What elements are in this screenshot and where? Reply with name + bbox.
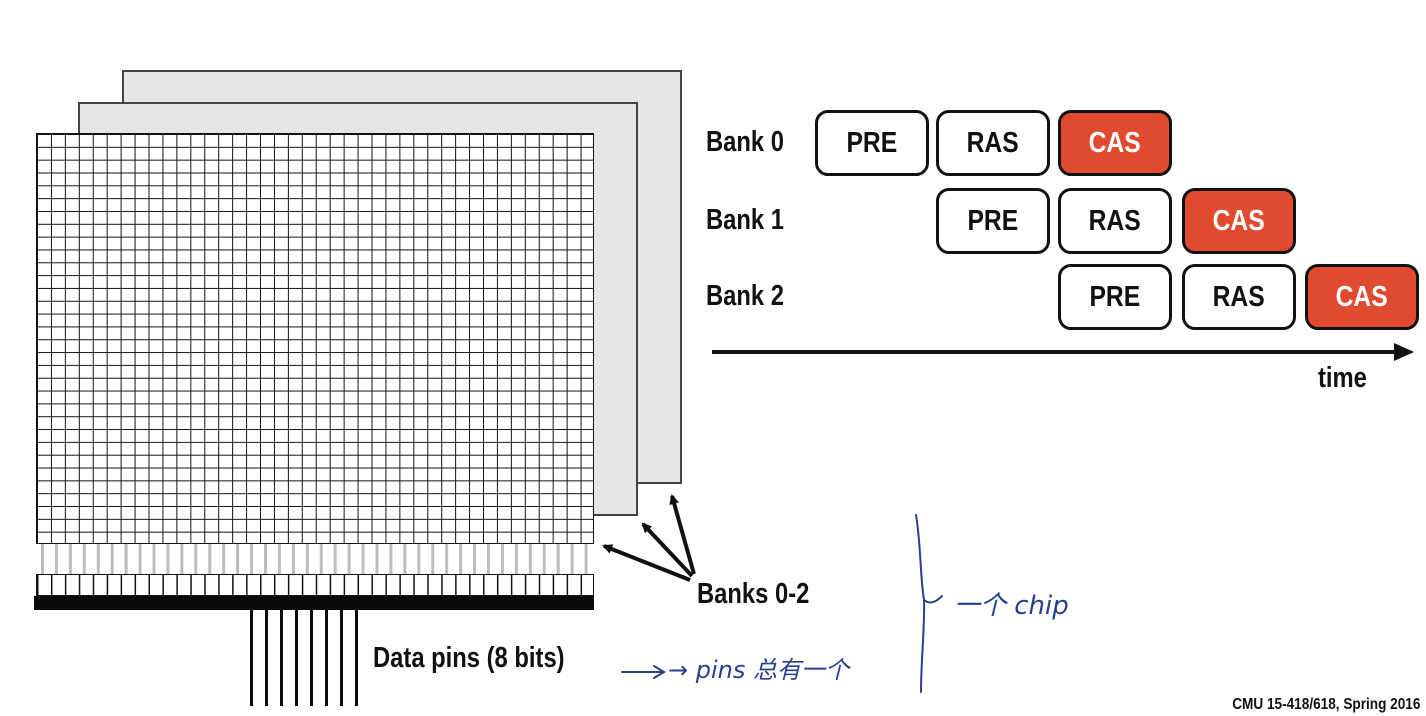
command-label: RAS — [1088, 204, 1142, 237]
command-box-cas: CAS — [1058, 110, 1172, 176]
command-box-pre: PRE — [1058, 264, 1172, 330]
command-box-pre: PRE — [936, 188, 1050, 254]
command-box-cas: CAS — [1305, 264, 1419, 330]
command-box-cas: CAS — [1182, 188, 1296, 254]
command-box-ras: RAS — [1182, 264, 1296, 330]
data-pins-label: Data pins (8 bits) — [373, 642, 565, 674]
data-pin — [355, 610, 358, 706]
data-pins — [250, 610, 362, 706]
data-pin — [265, 610, 268, 706]
command-label: RAS — [966, 126, 1020, 159]
bank-label: Bank 1 — [706, 204, 784, 236]
command-box-ras: RAS — [1058, 188, 1172, 254]
banks-label: Banks 0-2 — [697, 578, 810, 610]
command-label: CAS — [1088, 126, 1142, 159]
bank-label: Bank 0 — [706, 126, 784, 158]
data-pin — [325, 610, 328, 706]
data-pin — [340, 610, 343, 706]
row-buffer — [36, 574, 594, 596]
pins-note-arrow — [621, 665, 666, 679]
data-bus — [34, 596, 594, 610]
command-box-ras: RAS — [936, 110, 1050, 176]
sense-amp-lines — [36, 544, 594, 574]
pins-note: → pins 总有一个 — [668, 656, 851, 684]
chip-note: 一个 chip — [954, 591, 1069, 621]
command-label: CAS — [1212, 204, 1266, 237]
arrow-to-bank-0 — [602, 544, 691, 582]
data-pin — [295, 610, 298, 706]
data-pin — [280, 610, 283, 706]
command-label: PRE — [846, 126, 898, 159]
data-pin — [250, 610, 253, 706]
arrow-to-bank-2 — [669, 494, 696, 575]
command-label: PRE — [1089, 280, 1141, 313]
command-label: RAS — [1212, 280, 1266, 313]
command-label: PRE — [967, 204, 1019, 237]
bank-label: Bank 2 — [706, 280, 784, 312]
time-axis-label: time — [1318, 362, 1367, 394]
command-box-pre: PRE — [815, 110, 929, 176]
dram-cell-array — [36, 133, 594, 544]
arrow-to-bank-1 — [641, 522, 694, 578]
command-label: CAS — [1335, 280, 1389, 313]
chip-brace — [915, 514, 943, 693]
data-pin — [310, 610, 313, 706]
footer-course-label: CMU 15-418/618, Spring 2016 — [1231, 696, 1420, 713]
